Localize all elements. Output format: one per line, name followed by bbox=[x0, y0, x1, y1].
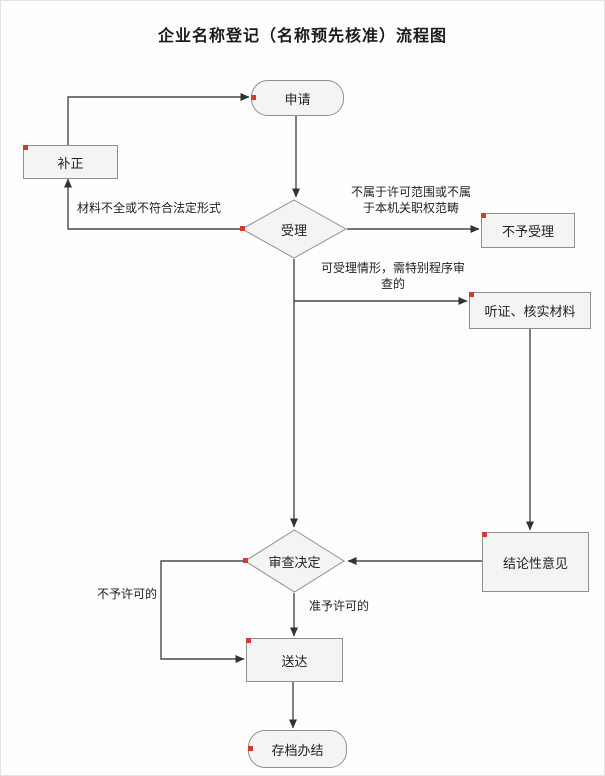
red-marker-icon bbox=[248, 746, 253, 751]
node-decision: 审查决定 bbox=[243, 529, 345, 593]
red-marker-icon bbox=[23, 145, 28, 150]
edge-label-permitted: 准予许可的 bbox=[309, 599, 370, 613]
red-marker-icon bbox=[251, 95, 256, 100]
edge-decision-to-delivery-denied bbox=[160, 560, 245, 663]
node-delivery-label: 送达 bbox=[281, 654, 308, 670]
node-archive-label: 存档办结 bbox=[271, 743, 324, 759]
node-apply: 申请 bbox=[251, 80, 344, 116]
edge-correction-to-apply bbox=[67, 93, 250, 145]
edge-label-special-review-line1: 可受理情形，需特别程序审 bbox=[320, 261, 465, 275]
node-decision-label: 审查决定 bbox=[268, 555, 321, 571]
diamond-shape bbox=[241, 199, 347, 259]
red-marker-icon bbox=[481, 213, 486, 218]
node-hearing: 听证、核实材料 bbox=[469, 292, 591, 329]
node-hearing-label: 听证、核实材料 bbox=[484, 305, 576, 320]
node-correction: 补正 bbox=[23, 145, 118, 179]
red-marker-icon bbox=[243, 558, 248, 563]
edge-label-out-of-scope-line2: 于本机关职权范畴 bbox=[362, 201, 459, 215]
edge-label-out-of-scope: 不属于许可范围或不属 于本机关职权范畴 bbox=[345, 184, 477, 216]
node-apply-label: 申请 bbox=[284, 92, 311, 108]
red-marker-icon bbox=[482, 532, 487, 537]
edge-label-special-review-line2: 查的 bbox=[380, 277, 405, 291]
node-correction-label: 补正 bbox=[57, 156, 84, 172]
node-delivery: 送达 bbox=[246, 638, 343, 682]
node-not-accepted-label: 不予受理 bbox=[501, 225, 554, 240]
node-conclusion-label: 结论性意见 bbox=[502, 556, 568, 572]
edge-label-out-of-scope-line1: 不属于许可范围或不属 bbox=[350, 185, 471, 199]
red-marker-icon bbox=[240, 226, 245, 231]
diamond-shape bbox=[244, 529, 345, 593]
edge-label-incomplete-materials: 材料不全或不符合法定形式 bbox=[77, 201, 222, 215]
page-title: 企业名称登记（名称预先核准）流程图 bbox=[157, 26, 447, 45]
edge-label-special-review: 可受理情形，需特别程序审 查的 bbox=[317, 260, 469, 292]
red-marker-icon bbox=[246, 638, 251, 643]
red-marker-icon bbox=[469, 292, 474, 297]
node-accept-label: 受理 bbox=[280, 223, 307, 239]
edge-label-not-permitted: 不予许可的 bbox=[97, 587, 158, 601]
node-conclusion: 结论性意见 bbox=[482, 532, 589, 592]
node-accept: 受理 bbox=[240, 199, 347, 259]
edge-accept-to-correction bbox=[64, 178, 241, 230]
node-not-accepted: 不予受理 bbox=[481, 213, 575, 248]
node-archive: 存档办结 bbox=[248, 730, 347, 768]
